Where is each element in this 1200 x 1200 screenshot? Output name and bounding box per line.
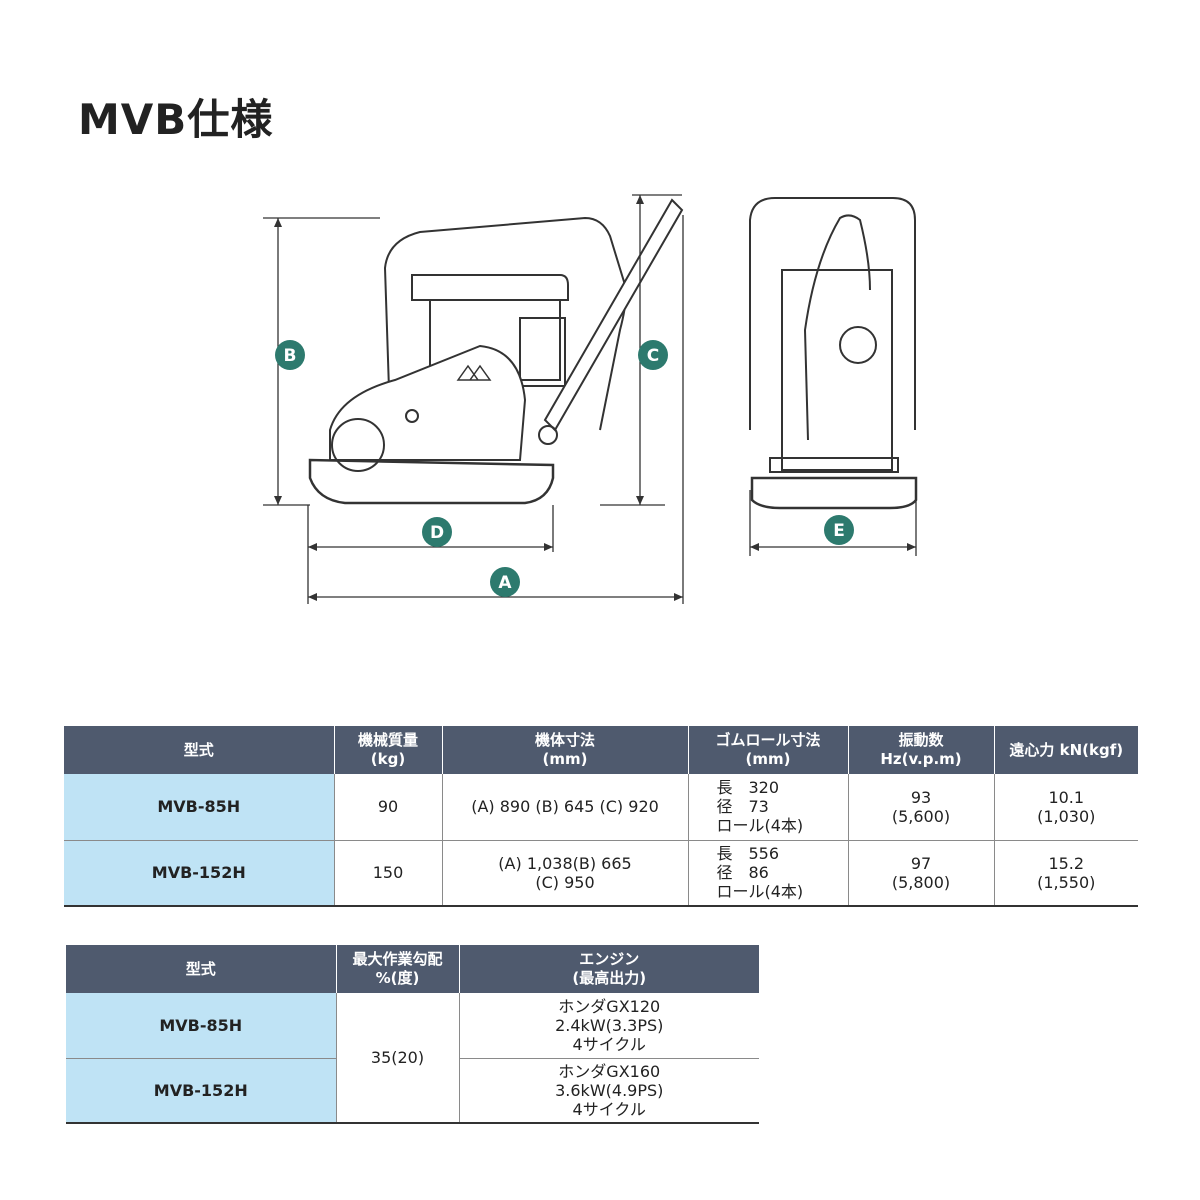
svg-text:C: C xyxy=(647,346,659,366)
dimensions-cell: (A) 890 (B) 645 (C) 920 xyxy=(442,774,689,841)
side-view-cover xyxy=(329,344,527,461)
grade-cell: 35(20) xyxy=(336,993,460,1124)
model-cell: MVB-85H xyxy=(66,993,337,1059)
side-view-baseplate xyxy=(308,458,555,505)
side-view-handle xyxy=(543,198,684,432)
mass-cell: 90 xyxy=(334,774,443,841)
side-view-engine xyxy=(411,274,569,301)
model-cell: MVB-85H xyxy=(64,774,335,841)
dimension-diagram: B C D A E xyxy=(263,194,918,604)
model-cell: MVB-152H xyxy=(66,1058,337,1124)
svg-text:A: A xyxy=(498,573,512,593)
model-cell: MVB-152H xyxy=(64,840,335,907)
vibration-cell: 93(5,600) xyxy=(848,774,995,841)
header-grade: 最大作業勾配%(度) xyxy=(336,945,460,993)
force-cell: 15.2(1,550) xyxy=(994,840,1138,907)
svg-text:D: D xyxy=(430,523,444,543)
header-force: 遠心力 kN(kgf) xyxy=(994,726,1138,774)
mass-cell: 150 xyxy=(334,840,443,907)
header-roll: ゴムロール寸法(mm) xyxy=(688,726,849,774)
label-D: D xyxy=(422,517,452,547)
table-row: MVB-85H 90 (A) 890 (B) 645 (C) 920 長 320… xyxy=(64,774,1138,841)
front-view-baseplate xyxy=(750,476,918,510)
front-view-frame xyxy=(749,197,916,430)
page-title: MVB仕様 xyxy=(78,95,274,144)
vibration-cell: 97(5,800) xyxy=(848,840,995,907)
svg-text:E: E xyxy=(833,521,845,541)
front-view-handle xyxy=(803,214,871,441)
header-dimensions: 機体寸法(mm) xyxy=(442,726,689,774)
header-mass: 機械質量(kg) xyxy=(334,726,443,774)
engine-table-header: 型式 最大作業勾配%(度) エンジン(最高出力) xyxy=(66,945,759,993)
label-E: E xyxy=(824,515,854,545)
dimensions-cell: (A) 1,038(B) 665(C) 950 xyxy=(442,840,689,907)
header-engine: エンジン(最高出力) xyxy=(459,945,759,993)
front-view-engine xyxy=(781,269,893,471)
label-C: C xyxy=(638,340,668,370)
label-A: A xyxy=(490,567,520,597)
label-B: B xyxy=(275,340,305,370)
header-model: 型式 xyxy=(66,945,337,993)
force-cell: 10.1(1,030) xyxy=(994,774,1138,841)
svg-text:B: B xyxy=(284,346,297,366)
engine-table: 型式 最大作業勾配%(度) エンジン(最高出力) MVB-85H 35(20) … xyxy=(66,945,759,1124)
table-row: MVB-152H 150 (A) 1,038(B) 665(C) 950 長 5… xyxy=(64,840,1138,907)
header-model: 型式 xyxy=(64,726,335,774)
